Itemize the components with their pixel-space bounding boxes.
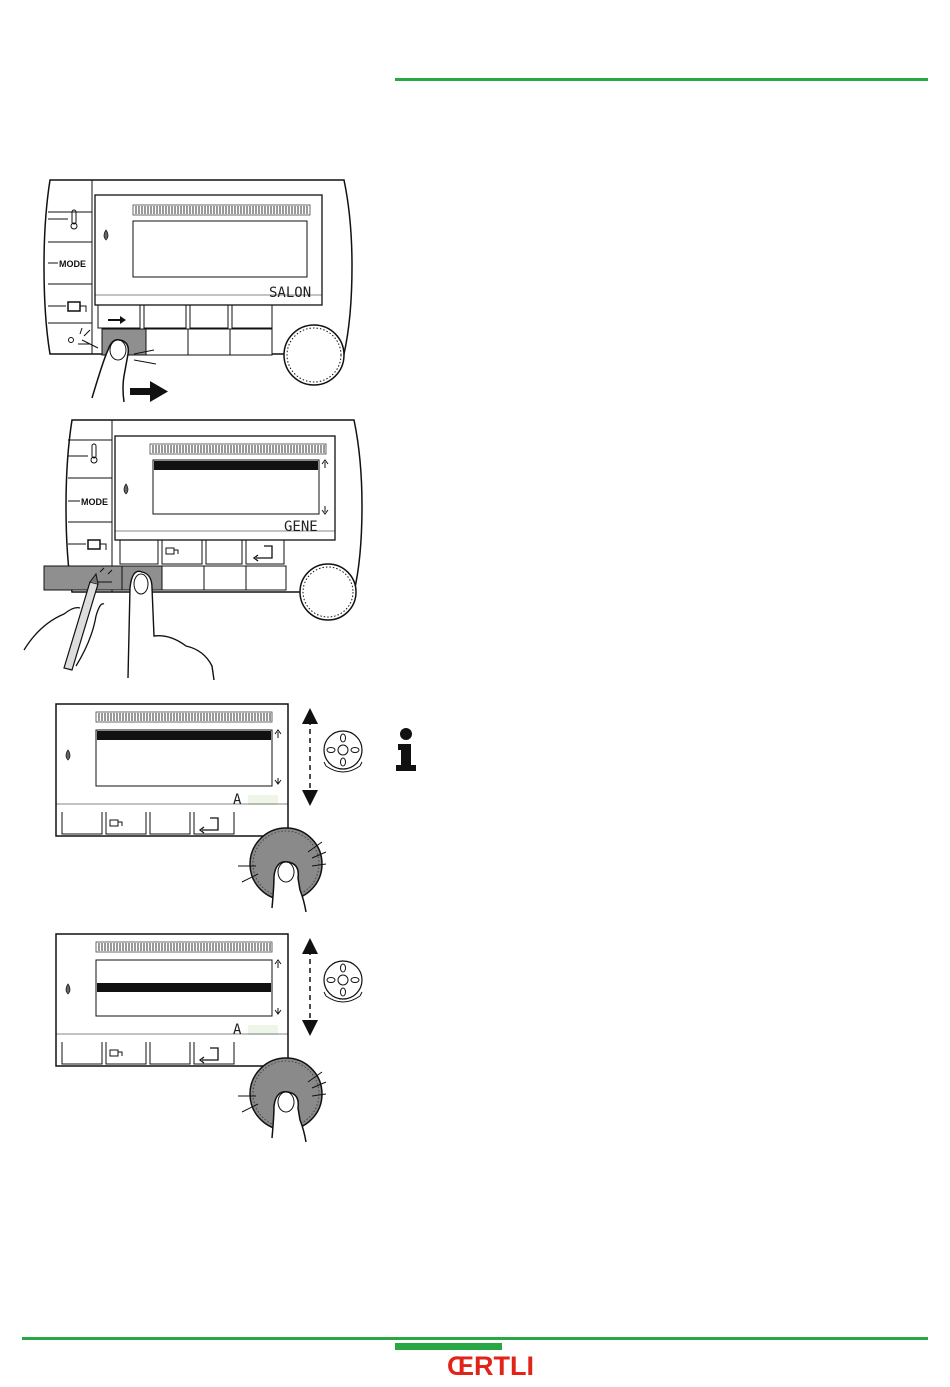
manual-mode-icon [69,328,91,344]
return-icon [200,1048,218,1063]
screen-text: A [233,792,242,808]
screen-text: SALON [269,285,311,301]
return-icon [200,818,218,833]
flame-icon [66,984,70,994]
rotary-knob-icon [324,731,362,772]
rotary-knob-icon [300,564,356,620]
flame-icon [124,484,128,494]
mode-label: MODE [81,497,108,507]
hot-water-icon [68,540,106,550]
screen-text: GENE [284,519,318,535]
rotary-knob-icon [284,325,344,385]
footer-rule-tab [395,1343,502,1350]
figure-control-panel-2: MODE GENE [20,418,370,680]
double-arrow-icon [302,938,318,1036]
flame-icon [66,750,70,760]
thermometer-icon [48,210,77,229]
selected-row-highlight [97,983,271,992]
double-arrow-icon [302,708,318,806]
return-icon [254,546,272,561]
figure-control-panel-4: A [50,930,370,1142]
figure-control-panel-1: MODE SALON [40,178,370,410]
hot-water-icon [110,1050,122,1056]
arrow-right-icon [130,381,168,402]
info-icon [392,727,422,772]
thermometer-icon [68,444,97,463]
brand-logo: ŒRTLI [447,1351,534,1381]
header-rule [395,78,928,81]
hot-water-icon [166,548,178,554]
figure-control-panel-3: A [50,700,370,912]
rotary-knob-icon [324,961,362,1002]
hot-water-icon [110,820,122,826]
selected-row-highlight [154,461,318,470]
arrow-right-icon [108,316,126,324]
selected-row-highlight [97,731,271,740]
hot-water-icon [48,302,86,312]
mode-label: MODE [59,259,86,269]
screen-text: A [233,1022,242,1038]
footer-rule [22,1337,928,1340]
flame-icon [104,230,108,240]
